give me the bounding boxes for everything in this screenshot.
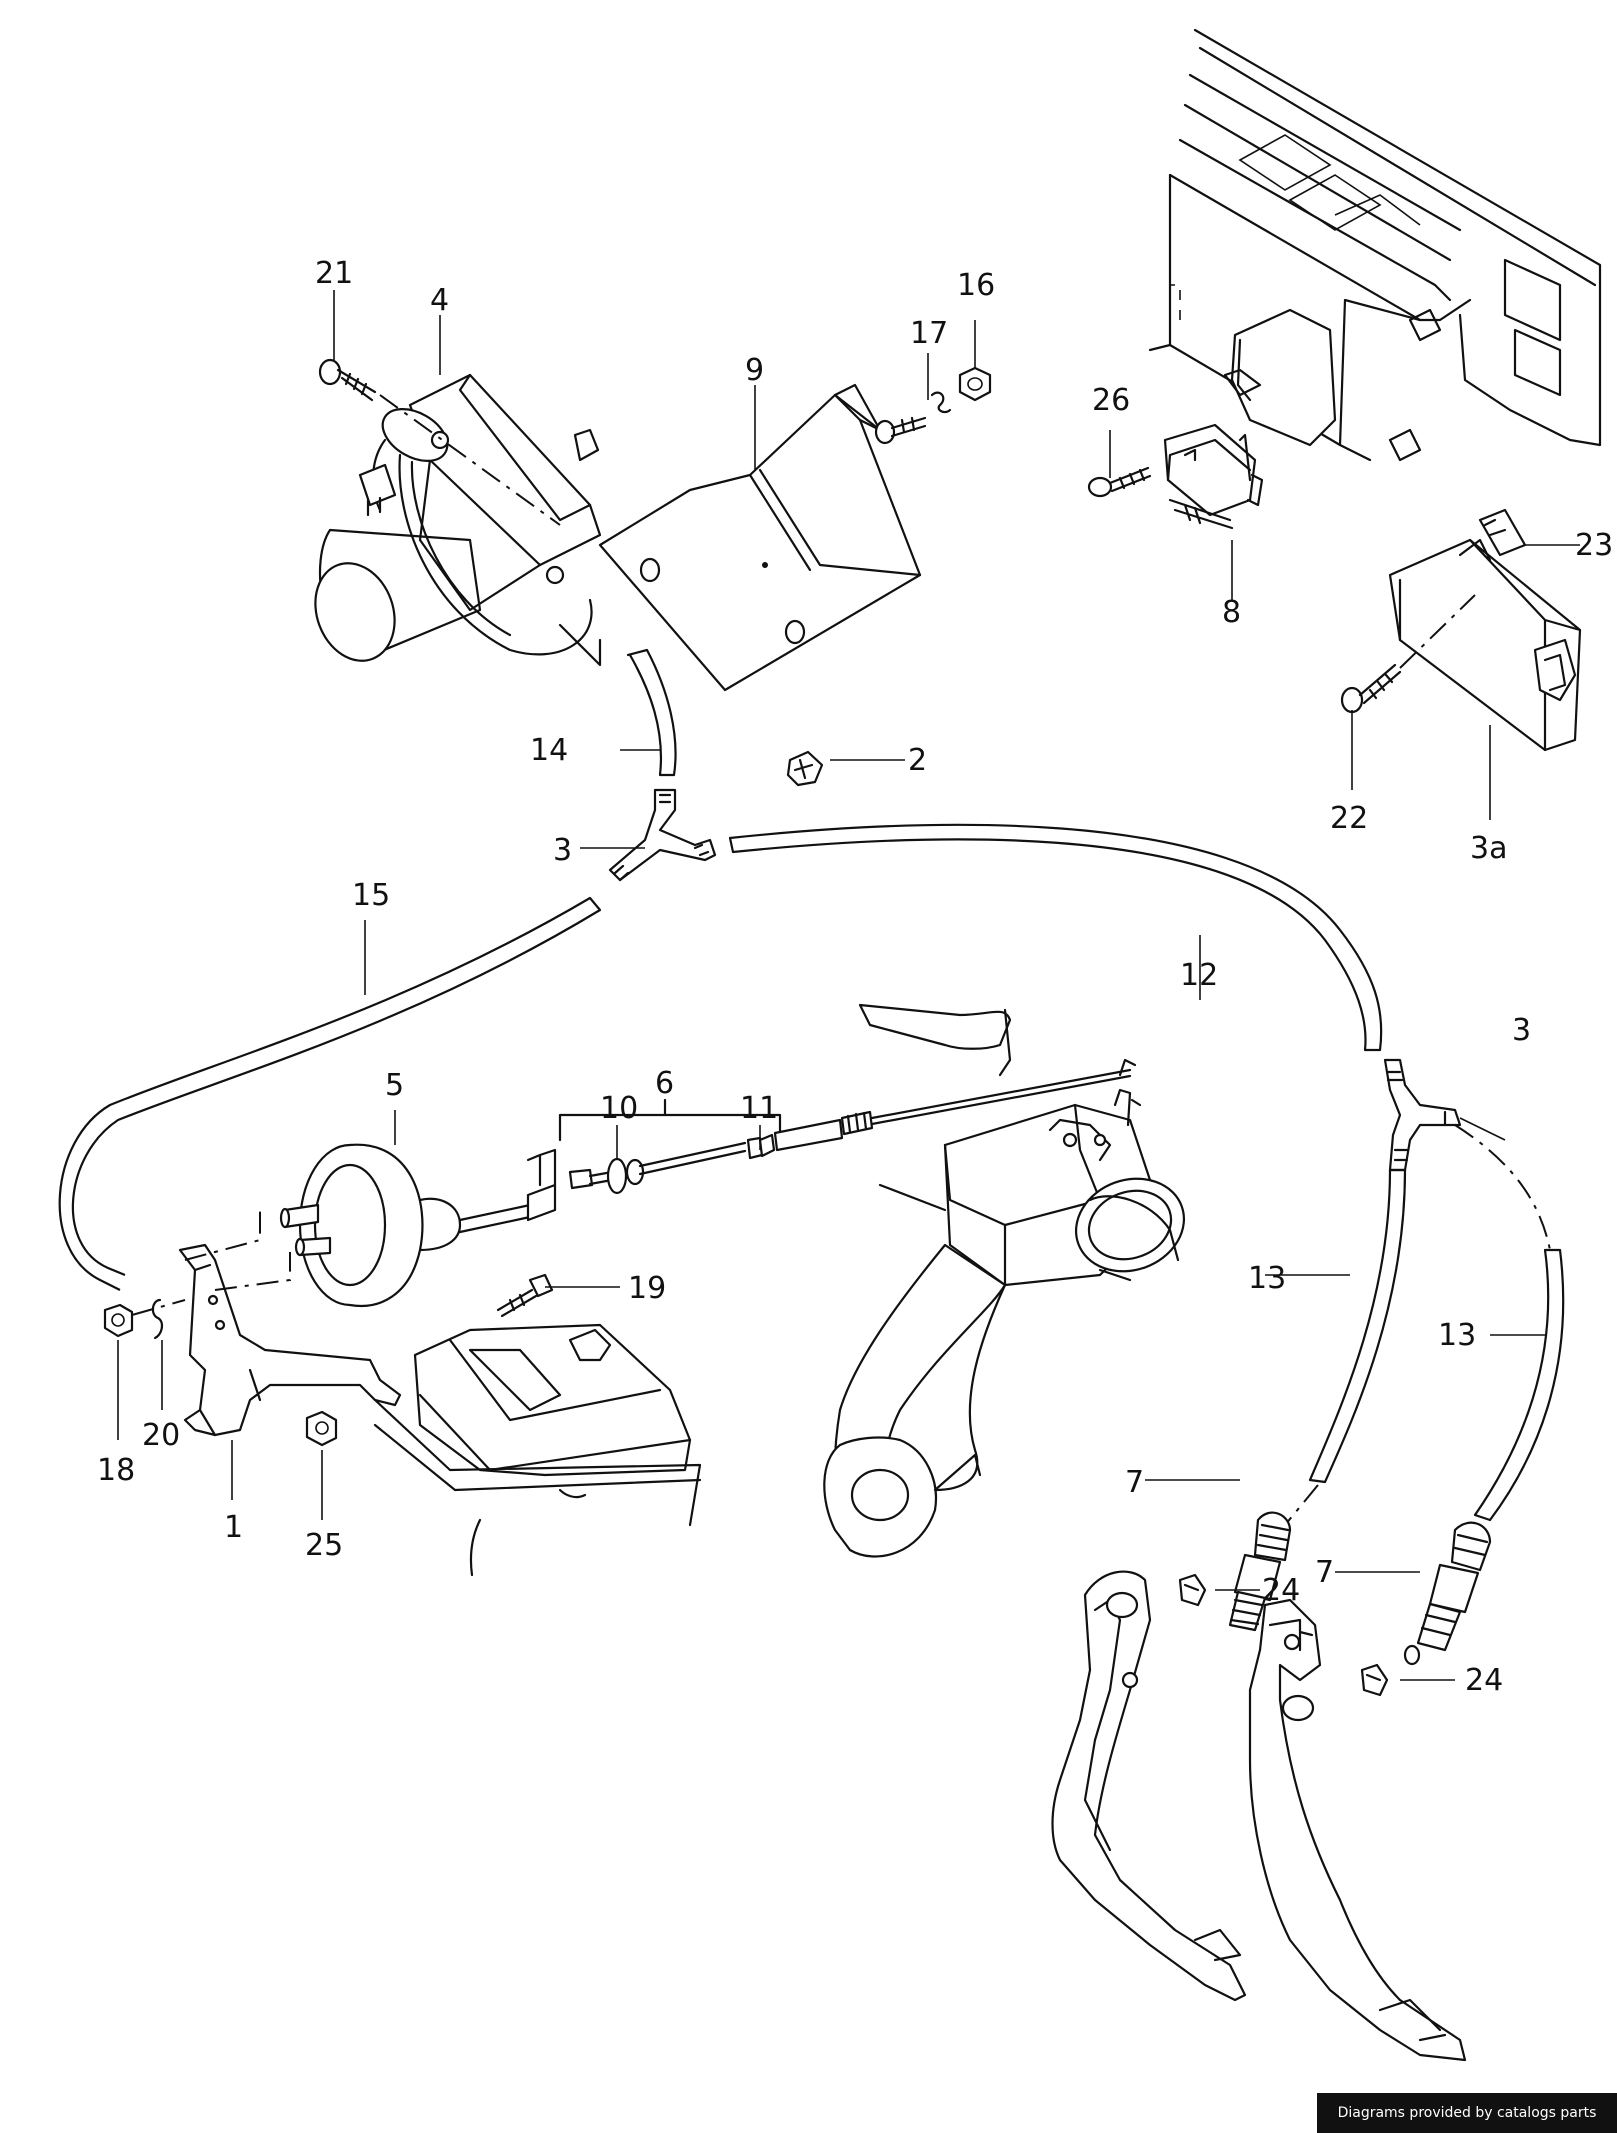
callout-26: 26 (1092, 383, 1130, 418)
callout-25: 25 (305, 1528, 343, 1563)
callout-2: 2 (908, 743, 927, 778)
callout-22: 22 (1330, 801, 1368, 836)
callout-3a: 3a (1470, 831, 1507, 866)
callout-17: 17 (910, 316, 948, 351)
tee-connector-3-right (1383, 1058, 1462, 1172)
callout-23: 23 (1575, 528, 1613, 563)
hose-12 (728, 823, 1383, 1052)
pedal-right (1248, 1598, 1467, 2062)
callout-18: 18 (97, 1453, 135, 1488)
hose-13-right (1454, 1124, 1565, 1522)
callout-13-right: 13 (1438, 1318, 1476, 1353)
nut-18 (103, 1299, 186, 1338)
callout-labels: 21 4 9 17 16 26 8 23 22 3a 14 2 3 12 15 … (97, 256, 1613, 1698)
clip-24-right (1360, 1663, 1389, 1697)
intake-manifold (823, 1243, 1007, 1558)
callout-24-left: 24 (1262, 1573, 1300, 1608)
callout-3-right: 3 (1512, 1013, 1531, 1048)
switch-7-left (1228, 1484, 1319, 1632)
clip-24-left (1178, 1573, 1207, 1607)
callout-1: 1 (224, 1510, 243, 1545)
callout-6: 6 (655, 1066, 674, 1101)
nut-25 (305, 1410, 338, 1447)
callout-7-right: 7 (1315, 1555, 1334, 1590)
callout-20: 20 (142, 1418, 180, 1453)
callout-21: 21 (315, 256, 353, 291)
hose-15 (58, 896, 602, 1291)
callout-14: 14 (530, 733, 568, 768)
callout-11: 11 (740, 1091, 778, 1126)
callout-4: 4 (430, 283, 449, 318)
callout-15: 15 (352, 878, 390, 913)
bowden-cable-6 (558, 1058, 1137, 1195)
callout-19: 19 (628, 1271, 666, 1306)
callout-7-left: 7 (1125, 1465, 1144, 1500)
footer-credit-badge: Diagrams provided by catalogs parts (1317, 2093, 1617, 2133)
dashboard-housing (1148, 28, 1602, 462)
throttle-housing (858, 1003, 1186, 1287)
callout-5: 5 (385, 1068, 404, 1103)
hose-14 (626, 648, 677, 777)
callout-12: 12 (1180, 958, 1218, 993)
callout-8: 8 (1222, 595, 1241, 630)
callout-10: 10 (600, 1091, 638, 1126)
callout-16: 16 (957, 268, 995, 303)
mounting-bracket (598, 383, 922, 692)
clip-20 (151, 1298, 164, 1340)
clip-2 (786, 750, 824, 787)
hose-13-left (1308, 1168, 1407, 1484)
callout-9: 9 (745, 353, 764, 388)
switch-7-right (1403, 1521, 1492, 1666)
wiper-motor (314, 373, 602, 667)
stud-nut-16-17 (874, 366, 992, 445)
callout-24-right: 24 (1465, 1663, 1503, 1698)
bolt-19 (496, 1273, 554, 1318)
control-unit-3a (1340, 508, 1582, 752)
pedal-left (1051, 1570, 1247, 2002)
leader-lines (117, 290, 1580, 1681)
callout-3-top: 3 (553, 833, 572, 868)
tee-connector-3-top (608, 788, 717, 882)
callout-13-left: 13 (1248, 1261, 1286, 1296)
vacuum-actuator-5 (279, 1143, 557, 1307)
screw-21 (318, 358, 561, 526)
air-filter-housing (373, 1323, 702, 1577)
bracket-1 (178, 1210, 402, 1437)
switch-8 (1087, 423, 1264, 530)
